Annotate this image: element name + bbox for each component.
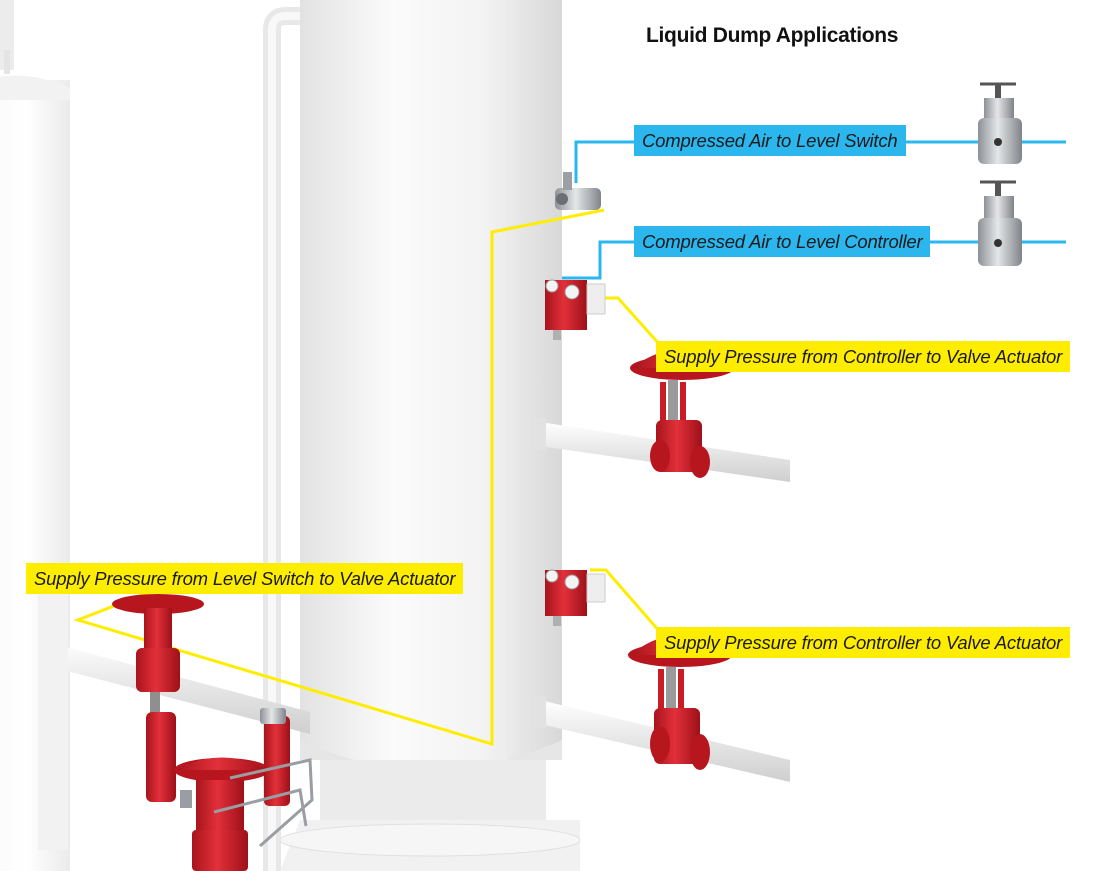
label-air-to-level-controller: Compressed Air to Level Controller: [634, 226, 931, 257]
air-regulator-upper-icon: [978, 82, 1022, 164]
level-switch-icon: [555, 172, 601, 210]
label-supply-level-switch: Supply Pressure from Level Switch to Val…: [26, 563, 464, 594]
background-vessel-icon: [0, 0, 70, 871]
air-regulator-lower-icon: [978, 180, 1022, 266]
background-pipe-icon: [263, 7, 300, 871]
level-controller-lower-icon: [545, 569, 606, 626]
label-supply-controller-upper: Supply Pressure from Controller to Valve…: [656, 341, 1071, 372]
label-supply-controller-lower: Supply Pressure from Controller to Valve…: [656, 627, 1071, 658]
level-controller-upper-icon: [545, 279, 606, 340]
vessel-icon: [279, 0, 581, 871]
label-air-to-level-switch: Compressed Air to Level Switch: [634, 125, 906, 156]
page-title: Liquid Dump Applications: [646, 24, 899, 47]
switch-valve-assembly-icon: [112, 594, 314, 871]
